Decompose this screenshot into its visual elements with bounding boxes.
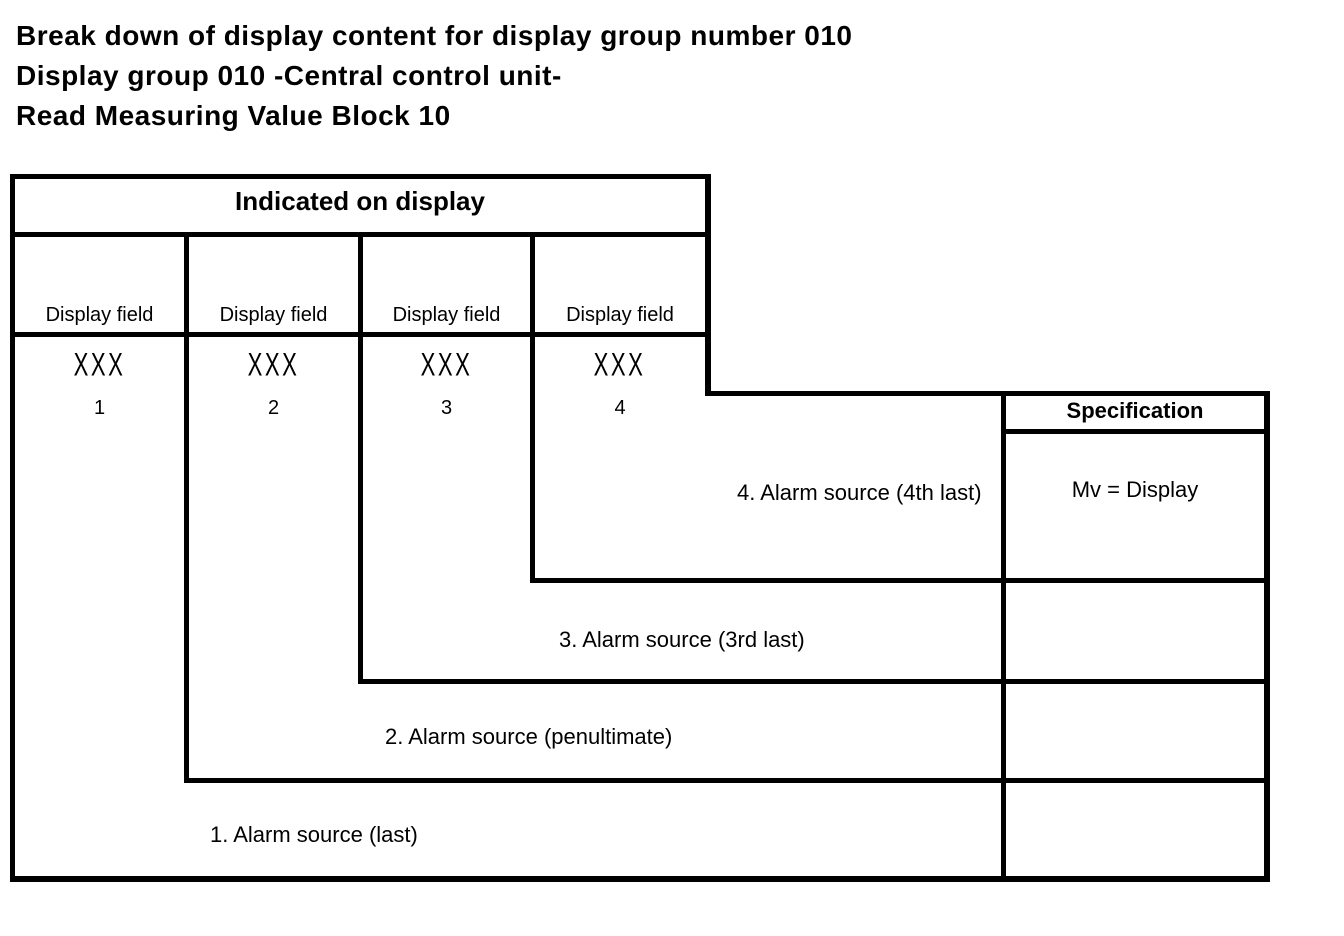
display-field-value-1: XXX <box>73 345 126 383</box>
display-field-label: Display field <box>566 304 674 326</box>
step4-bottom-line <box>530 578 1270 583</box>
display-field-header-2: Display field 2 <box>189 238 358 486</box>
display-field-value-2: XXX <box>247 345 300 383</box>
page-title-line-2: Display group 010 -Central control unit- <box>16 60 562 91</box>
step2-bottom-line <box>184 778 1270 783</box>
specification-cell-row2 <box>1006 713 1264 753</box>
display-field-header-1: Display field 1 <box>15 238 184 486</box>
display-field-header-4: Display field 4 <box>535 238 705 486</box>
display-field-header-3: Display field 3 <box>363 238 530 486</box>
specification-cell-row4: Mv = Display <box>1071 477 1199 502</box>
column-divider-1 <box>184 232 189 783</box>
spec-ledge-top-line <box>705 391 1270 396</box>
column-divider-2 <box>358 232 363 684</box>
alarm-row-label-1: 1. Alarm source (last) <box>210 822 418 847</box>
spec-column-left-line <box>1001 391 1006 882</box>
specification-cell-row1 <box>1006 811 1264 851</box>
display-field-label: Display field <box>219 304 328 326</box>
table-top-border <box>10 174 710 179</box>
table-right-border <box>705 174 711 396</box>
page-title-line-1: Break down of display content for displa… <box>16 20 853 51</box>
specification-header: Specification <box>1066 398 1204 423</box>
display-field-number: 4 <box>614 397 626 419</box>
specification-cell-row3 <box>1006 615 1264 655</box>
step3-bottom-line <box>358 679 1270 684</box>
display-field-value-3: XXX <box>420 345 473 383</box>
display-field-label: Display field <box>45 304 154 326</box>
display-field-number: 2 <box>267 397 280 419</box>
page-title-line-3: Read Measuring Value Block 10 <box>16 100 451 131</box>
alarm-row-label-3: 3. Alarm source (3rd last) <box>559 627 805 652</box>
spec-header-bottom-line <box>1003 429 1270 434</box>
table-left-border <box>10 174 15 882</box>
alarm-row-label-4: 4. Alarm source (4th last) <box>737 480 982 505</box>
table-bottom-border <box>10 876 1270 882</box>
alarm-row-label-2: 2. Alarm source (penultimate) <box>385 724 673 749</box>
display-field-value-4: XXX <box>594 345 646 383</box>
display-field-number: 1 <box>93 397 106 419</box>
column-divider-3 <box>530 232 535 583</box>
display-field-label: Display field <box>392 304 501 326</box>
indicated-on-display-header: Indicated on display <box>235 186 485 216</box>
display-field-number: 3 <box>440 397 453 419</box>
spec-column-right-line <box>1264 391 1270 882</box>
